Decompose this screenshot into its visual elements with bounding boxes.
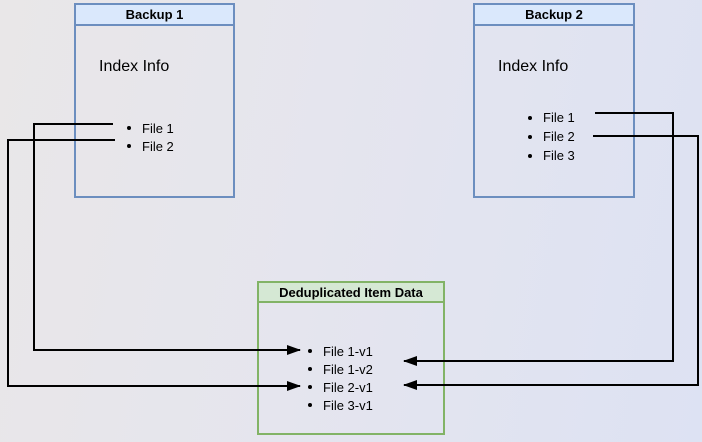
list-item: File 3-v1: [308, 396, 373, 414]
file-label: File 1: [142, 120, 174, 136]
item-label: File 2-v1: [323, 379, 373, 395]
list-item: File 3: [528, 146, 575, 165]
list-item: File 1: [528, 108, 575, 127]
backup1-box: Backup 1 Index Info File 1 File 2: [74, 3, 235, 198]
dedup-title: Deduplicated Item Data: [259, 283, 443, 303]
item-label: File 1-v2: [323, 361, 373, 377]
bullet-icon: [127, 144, 131, 148]
bullet-icon: [308, 403, 312, 407]
list-item: File 1-v1: [308, 342, 373, 360]
list-item: File 2-v1: [308, 378, 373, 396]
list-item: File 1: [127, 119, 174, 137]
bullet-icon: [308, 367, 312, 371]
list-item: File 2: [127, 137, 174, 155]
bullet-icon: [308, 385, 312, 389]
bullet-icon: [528, 153, 532, 158]
backup2-box: Backup 2 Index Info File 1 File 2 File 3: [473, 3, 635, 198]
backup1-title: Backup 1: [76, 5, 233, 26]
bullet-icon: [528, 115, 532, 120]
list-item: File 1-v2: [308, 360, 373, 378]
item-label: File 3-v1: [323, 397, 373, 413]
deduplicated-item-data-box: Deduplicated Item Data File 1-v1 File 1-…: [257, 281, 445, 435]
file-label: File 2: [142, 138, 174, 154]
file-label: File 2: [543, 129, 575, 144]
file-label: File 1: [543, 110, 575, 125]
backup2-file-list: File 1 File 2 File 3: [528, 108, 575, 165]
bullet-icon: [528, 134, 532, 139]
bullet-icon: [308, 349, 312, 353]
backup2-title: Backup 2: [475, 5, 633, 26]
backup2-index-info-label: Index Info: [498, 58, 569, 75]
file-label: File 3: [543, 148, 575, 163]
backup1-index-info-label: Index Info: [99, 58, 170, 75]
item-label: File 1-v1: [323, 343, 373, 359]
list-item: File 2: [528, 127, 575, 146]
bullet-icon: [127, 126, 131, 130]
dedup-item-list: File 1-v1 File 1-v2 File 2-v1 File 3-v1: [308, 342, 373, 414]
backup1-file-list: File 1 File 2: [127, 119, 174, 155]
